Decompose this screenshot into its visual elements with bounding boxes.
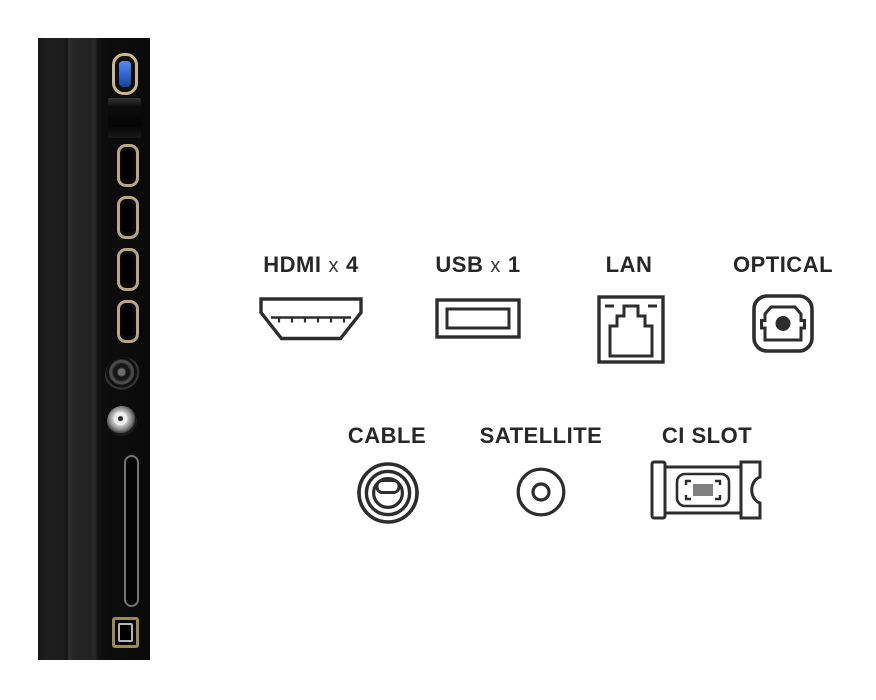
optical-connector-icon	[752, 294, 814, 353]
tv-side-edge	[38, 38, 150, 660]
cable-label: CABLE	[347, 423, 427, 448]
ethernet-port	[108, 98, 141, 138]
satellite-connector-icon	[515, 466, 567, 518]
usb-connector-icon	[435, 298, 521, 339]
hdmi-port-2	[117, 196, 139, 239]
ci-slot-icon	[650, 459, 762, 521]
lan-connector-icon	[597, 295, 665, 364]
hdmi-port-4	[117, 300, 139, 343]
usb-port	[112, 53, 138, 95]
hdmi-connector-icon	[259, 297, 363, 341]
satellite-f-connector	[107, 406, 137, 436]
satellite-label: SATELLITE	[479, 423, 603, 448]
hdmi-port-3	[117, 248, 139, 291]
ci-slot-label: CI SLOT	[661, 423, 753, 448]
optical-audio-port	[112, 617, 139, 648]
optical-label: OPTICAL	[732, 252, 834, 277]
cable-rf-connector	[105, 357, 141, 393]
hdmi-port-1	[117, 144, 139, 187]
ci-card-slot	[124, 455, 139, 607]
cable-connector-icon	[356, 461, 420, 525]
usb-blue-tongue	[119, 61, 131, 87]
lan-label: LAN	[605, 252, 653, 277]
